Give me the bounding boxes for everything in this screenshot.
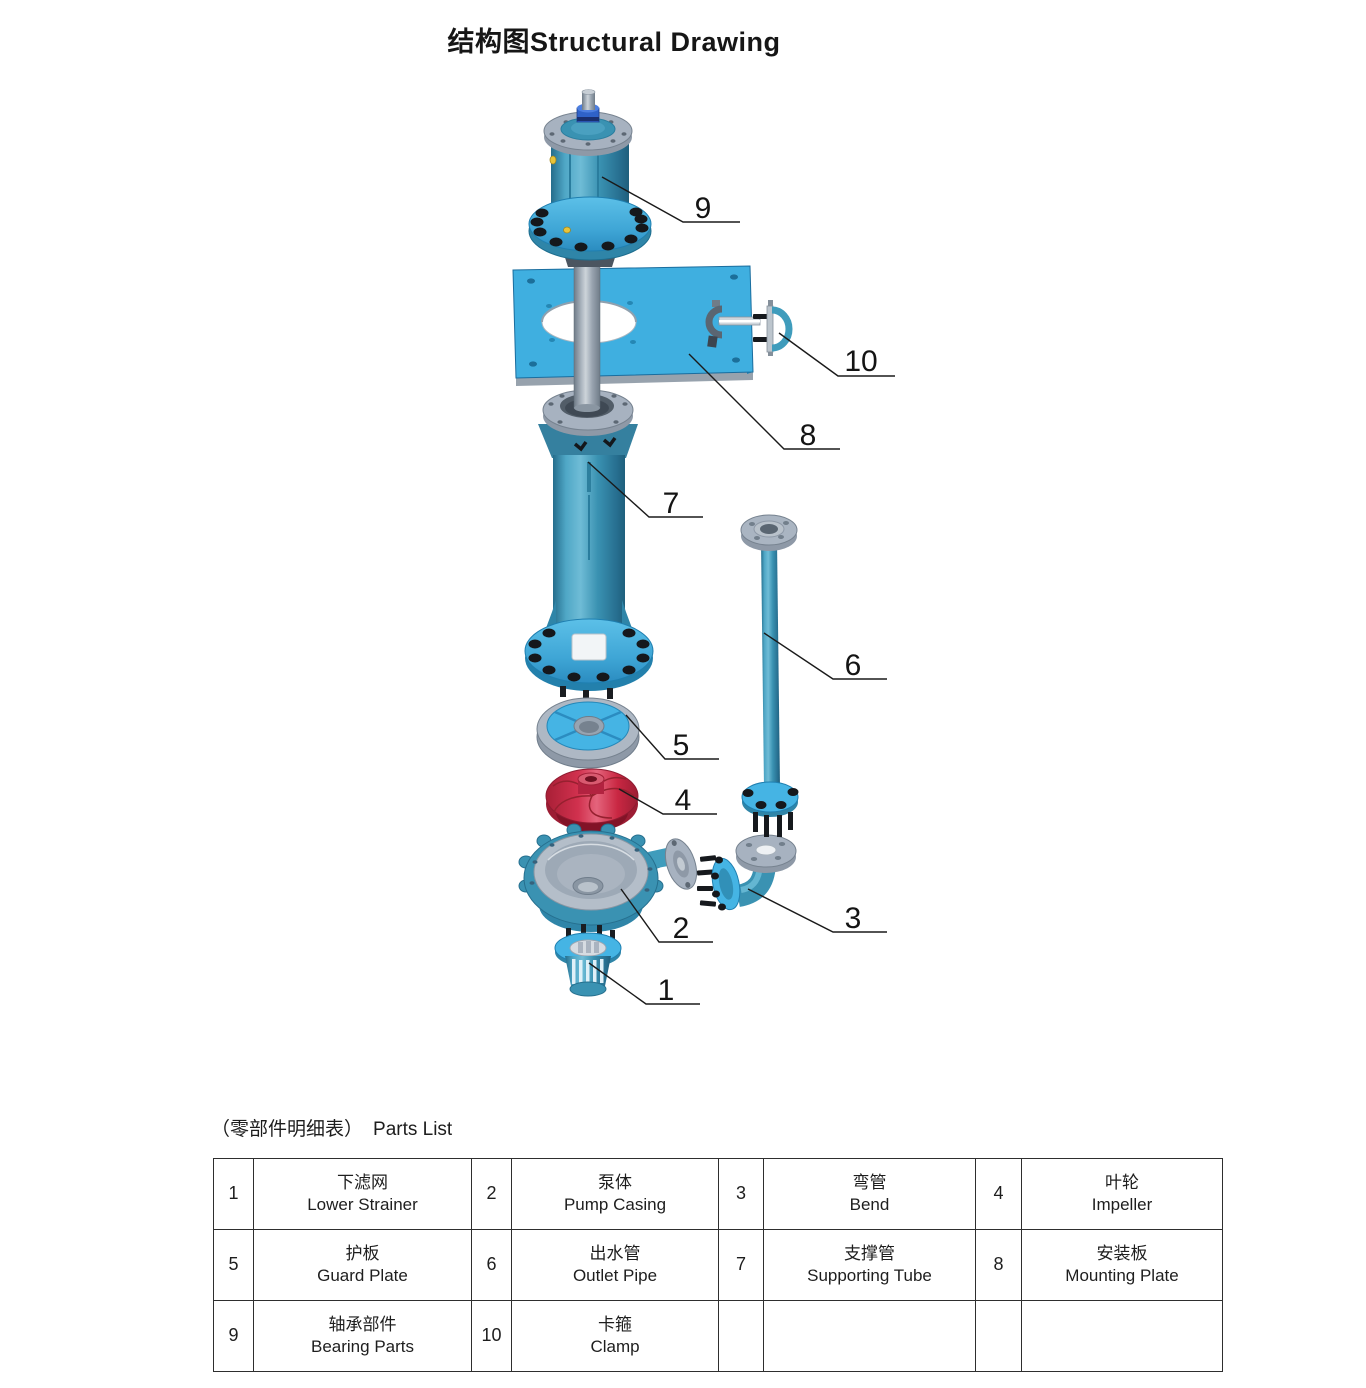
- part-name: 出水管 Outlet Pipe: [511, 1229, 719, 1301]
- part-name: 卡箍 Clamp: [511, 1300, 719, 1372]
- part-name-en: Supporting Tube: [807, 1266, 932, 1285]
- part-name-en: Impeller: [1091, 1195, 1153, 1214]
- part-no: 10: [471, 1300, 512, 1372]
- part-name-cn: 护板: [345, 1243, 380, 1263]
- callout-4-label: 4: [675, 784, 692, 817]
- part-name: 支撑管 Supporting Tube: [763, 1229, 976, 1301]
- part-no: [718, 1300, 764, 1372]
- part-no: 6: [471, 1229, 512, 1301]
- part-pump-casing: [518, 823, 698, 932]
- part-name-cn: 支撑管: [844, 1243, 895, 1263]
- part-name-en: Bearing Parts: [311, 1337, 414, 1356]
- callout-5-label: 5: [673, 729, 690, 762]
- drive-shaft: [573, 249, 601, 412]
- callout-7-label: 7: [663, 487, 680, 520]
- part-impeller: [545, 768, 639, 832]
- part-name: 安装板 Mounting Plate: [1021, 1229, 1223, 1301]
- part-name-cn: 叶轮: [1105, 1172, 1139, 1192]
- parts-list-heading-en: Parts List: [373, 1119, 453, 1140]
- part-no: 7: [718, 1229, 764, 1301]
- part-no: 9: [213, 1300, 254, 1372]
- part-name-en: Bend: [849, 1195, 890, 1214]
- part-no: [975, 1300, 1022, 1372]
- part-name-cn: 下滤网: [337, 1172, 388, 1192]
- part-no: 8: [975, 1229, 1022, 1301]
- callout-3: 3: [747, 888, 887, 935]
- part-name: 弯管 Bend: [763, 1158, 976, 1230]
- part-no: 5: [213, 1229, 254, 1301]
- part-no: 4: [975, 1158, 1022, 1230]
- callout-10-label: 10: [844, 345, 877, 378]
- table-row: 1 下滤网 Lower Strainer 2 泵体 Pump Casing 3 …: [213, 1158, 1223, 1230]
- table-row: 5 护板 Guard Plate 6 出水管 Outlet Pipe 7 支撑管…: [213, 1229, 1223, 1301]
- part-name: 泵体 Pump Casing: [511, 1158, 719, 1230]
- callout-4: 4: [618, 784, 717, 817]
- callout-6-label: 6: [845, 649, 862, 682]
- callout-10: 10: [778, 332, 895, 378]
- part-clamp: [753, 300, 793, 356]
- part-name: [1021, 1300, 1223, 1372]
- table-row: 9 轴承部件 Bearing Parts 10 卡箍 Clamp: [213, 1300, 1223, 1372]
- callout-9: 9: [601, 176, 740, 225]
- part-name-cn: 出水管: [589, 1243, 641, 1263]
- structural-drawing: 9 10 8 7 6 5 4: [512, 89, 895, 1007]
- part-no: 1: [213, 1158, 254, 1230]
- part-name: [763, 1300, 976, 1372]
- page-title: 结构图Structural Drawing: [447, 27, 781, 57]
- callouts: 9 10 8 7 6 5 4: [587, 176, 895, 1007]
- clamp-on-plate: [705, 300, 761, 348]
- part-name: 下滤网 Lower Strainer: [253, 1158, 472, 1230]
- part-name-en: Pump Casing: [563, 1195, 667, 1214]
- callout-1-label: 1: [658, 974, 675, 1007]
- part-mounting-plate: [512, 265, 761, 386]
- part-outlet-pipe: [740, 514, 799, 837]
- parts-list-table: 1 下滤网 Lower Strainer 2 泵体 Pump Casing 3 …: [213, 1158, 1223, 1372]
- part-name-en: Outlet Pipe: [572, 1266, 658, 1285]
- part-name-cn: 安装板: [1096, 1243, 1148, 1263]
- part-name: 叶轮 Impeller: [1021, 1158, 1223, 1230]
- part-name-en: Mounting Plate: [1065, 1266, 1179, 1285]
- part-name-cn: 卡箍: [598, 1314, 632, 1334]
- part-bend: [696, 834, 797, 911]
- callout-5: 5: [625, 714, 719, 762]
- part-name-cn: 轴承部件: [328, 1314, 397, 1334]
- parts-list-heading: （零部件明细表） Parts List: [211, 1114, 452, 1141]
- parts-list-heading-cn: （零部件明细表）: [211, 1119, 364, 1140]
- callout-6: 6: [763, 632, 887, 682]
- callout-8: 8: [688, 353, 840, 452]
- callout-3-label: 3: [845, 902, 862, 935]
- part-name-cn: 弯管: [852, 1172, 887, 1192]
- part-bearing-parts: [528, 89, 652, 267]
- callout-1: 1: [588, 962, 700, 1007]
- callout-9-label: 9: [695, 192, 712, 225]
- part-guard-plate: [536, 697, 640, 769]
- part-no: 3: [718, 1158, 764, 1230]
- callout-8-label: 8: [800, 419, 817, 452]
- callout-7: 7: [587, 461, 703, 520]
- part-name-en: Guard Plate: [317, 1266, 408, 1285]
- part-no: 2: [471, 1158, 512, 1230]
- part-name-cn: 泵体: [598, 1172, 632, 1192]
- part-supporting-tube: [524, 389, 654, 701]
- callout-2: 2: [620, 888, 713, 945]
- part-name-en: Clamp: [590, 1337, 640, 1356]
- part-name: 护板 Guard Plate: [253, 1229, 472, 1301]
- part-lower-strainer: [554, 924, 622, 997]
- part-name-en: Lower Strainer: [307, 1195, 418, 1214]
- callout-2-label: 2: [673, 912, 690, 945]
- part-name: 轴承部件 Bearing Parts: [253, 1300, 472, 1372]
